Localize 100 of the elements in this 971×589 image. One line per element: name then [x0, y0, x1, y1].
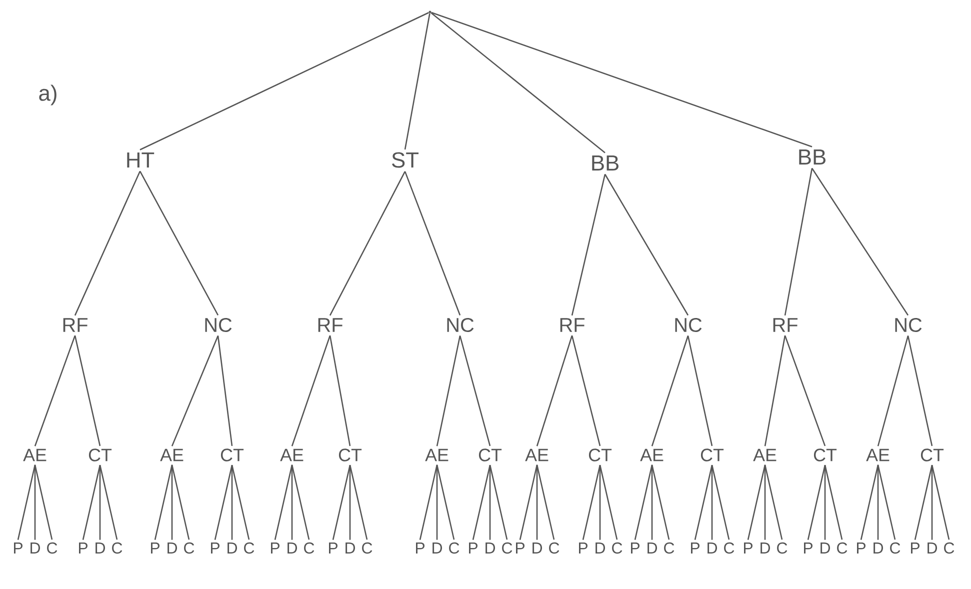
tree-line	[99, 465, 101, 540]
tree-line	[82, 464, 101, 540]
tree-line	[687, 336, 713, 446]
tree-line	[404, 171, 461, 316]
tree-line	[764, 464, 783, 540]
tree-line	[329, 335, 351, 446]
tree-line	[419, 464, 438, 540]
tree-line	[824, 465, 826, 540]
leaf-letter: C	[944, 542, 954, 554]
tree-line	[599, 465, 601, 540]
tree-line	[634, 464, 653, 540]
leaf-letter: C	[304, 542, 314, 554]
panel-label: a)	[39, 84, 56, 106]
tree-line	[436, 464, 455, 540]
node-label: CT	[588, 448, 612, 462]
leaf-letter: C	[664, 542, 674, 554]
leaf-letter: P	[211, 542, 220, 554]
node-label: CT	[920, 448, 944, 462]
node-label: ST	[392, 152, 418, 168]
tree-line	[34, 464, 36, 540]
tree-line	[34, 464, 53, 540]
leaf-letter: D	[96, 542, 105, 554]
leaf-letter: C	[184, 542, 194, 554]
leaf-letter: P	[271, 542, 280, 554]
tree-line	[291, 464, 293, 540]
leaf-letter: D	[168, 542, 177, 554]
tree-line	[140, 12, 429, 150]
tree-line	[404, 13, 430, 150]
leaf-letter: D	[346, 542, 355, 554]
tree-line	[824, 464, 843, 540]
node-label: RF	[560, 318, 584, 332]
tree-line	[651, 464, 670, 540]
tree-line	[931, 464, 950, 540]
node-label: AE	[23, 448, 46, 462]
tree-line	[74, 170, 141, 316]
leaf-letter: C	[837, 542, 848, 554]
tree-line	[931, 465, 933, 540]
leaf-letter: D	[432, 542, 442, 554]
leaf-letter: P	[469, 542, 478, 554]
node-label: HT	[127, 152, 154, 168]
leaf-letter: P	[329, 542, 338, 554]
tree-line	[329, 171, 406, 316]
leaf-letter: P	[79, 542, 88, 554]
node-label: AE	[640, 448, 664, 462]
node-label: AE	[866, 448, 890, 462]
tree-line	[74, 335, 101, 446]
node-label: NC	[205, 318, 232, 332]
tree-line	[436, 464, 438, 540]
leaf-letter: D	[30, 542, 40, 554]
tree-line	[489, 465, 491, 540]
tree-line	[332, 464, 351, 540]
node-label: RF	[63, 318, 88, 332]
tree-line	[349, 465, 351, 540]
leaf-letter: D	[760, 542, 770, 554]
tree-line	[599, 464, 618, 540]
tree-line	[877, 336, 909, 446]
tree-line	[99, 464, 118, 540]
node-label: CT	[700, 448, 724, 462]
leaf-letter: P	[151, 542, 160, 554]
tree-line	[519, 464, 538, 540]
tree-line	[694, 464, 713, 540]
tree-line	[274, 464, 293, 540]
tree-line	[711, 465, 713, 540]
leaf-letter: D	[532, 542, 542, 554]
tree-line	[17, 464, 36, 540]
tree-line	[154, 464, 173, 540]
leaf-letter: P	[631, 542, 640, 554]
tree-line	[139, 170, 219, 316]
tree-line	[231, 464, 250, 540]
leaf-letter: C	[362, 542, 372, 554]
tree-line	[459, 336, 491, 446]
leaf-letter: P	[14, 542, 22, 554]
leaf-letter: D	[820, 542, 830, 554]
tree-line	[349, 464, 368, 540]
leaf-letter: D	[648, 542, 657, 554]
leaf-letter: P	[804, 542, 812, 554]
tree-line	[536, 464, 555, 540]
tree-line	[860, 464, 879, 540]
tree-line	[291, 464, 310, 540]
tree-line	[571, 174, 606, 316]
leaf-letter: C	[244, 542, 254, 554]
leaf-letter: D	[928, 542, 937, 554]
node-label: NC	[447, 318, 474, 332]
tree-line	[711, 464, 730, 540]
leaf-letter: C	[47, 542, 58, 554]
node-label: AE	[160, 448, 184, 462]
node-label: RF	[318, 318, 342, 332]
leaf-letter: D	[486, 542, 495, 554]
tree-line	[651, 336, 689, 446]
leaf-letter: C	[502, 542, 512, 554]
tree-line	[877, 464, 879, 540]
tree-line	[171, 464, 173, 540]
leaf-letter: C	[612, 542, 622, 554]
node-label: CT	[814, 448, 837, 462]
leaf-letter: P	[744, 542, 752, 554]
leaf-letter: C	[890, 542, 900, 554]
node-label: CT	[478, 448, 502, 462]
leaf-letter: D	[288, 542, 297, 554]
tree-line	[171, 464, 190, 540]
leaf-letter: C	[724, 542, 734, 554]
